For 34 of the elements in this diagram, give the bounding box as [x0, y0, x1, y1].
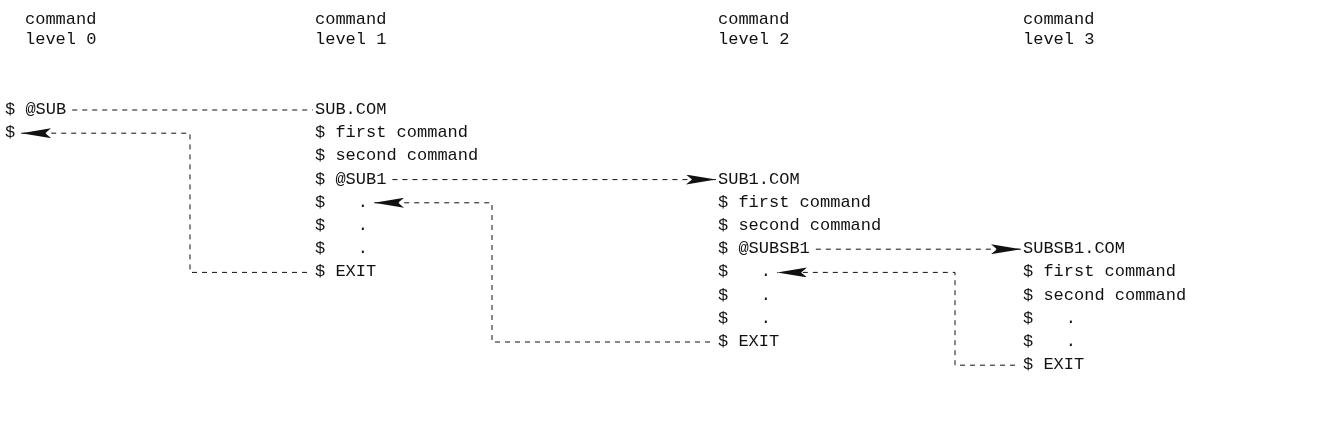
arrow [391, 174, 717, 185]
command-line: $ first command [718, 192, 872, 213]
column-heading: command level 3 [1023, 10, 1096, 50]
arrow [373, 197, 711, 343]
command-line: $ second command [315, 146, 479, 167]
column-heading: command level 0 [25, 10, 98, 50]
prompt: $ [5, 123, 16, 144]
procedure-name: SUB.COM [315, 100, 387, 120]
command-line: $ . [1023, 332, 1077, 352]
procedure-name: SUB1.COM [718, 169, 800, 190]
arrow [776, 267, 1016, 366]
command-line: $ . [315, 239, 369, 260]
command-line: $ . [1023, 308, 1077, 329]
command-line: $ EXIT [315, 262, 377, 283]
command-line: $ @SUB1 [315, 169, 387, 190]
command-line: $ EXIT [718, 332, 780, 352]
command-line: $ . [315, 192, 369, 213]
command-line: $ @SUB [5, 100, 67, 120]
command-line: $ second command [1023, 285, 1187, 306]
command-line: $ @SUBSB1 [718, 239, 810, 260]
column-heading: command level 1 [315, 10, 388, 50]
command-line: $ . [718, 262, 772, 283]
command-line: $ second command [718, 216, 882, 236]
command-line: $ . [718, 308, 772, 329]
command-line: $ . [315, 216, 369, 236]
dashed-line [71, 109, 314, 111]
arrow [20, 128, 308, 273]
command-line: $ first command [1023, 262, 1177, 283]
command-line: $ . [718, 285, 772, 306]
command-line: $ first command [315, 123, 469, 144]
arrow [815, 244, 1022, 255]
column-heading: command level 2 [718, 10, 791, 50]
procedure-name: SUBSB1.COM [1023, 239, 1126, 260]
command-line: $ EXIT [1023, 355, 1085, 376]
